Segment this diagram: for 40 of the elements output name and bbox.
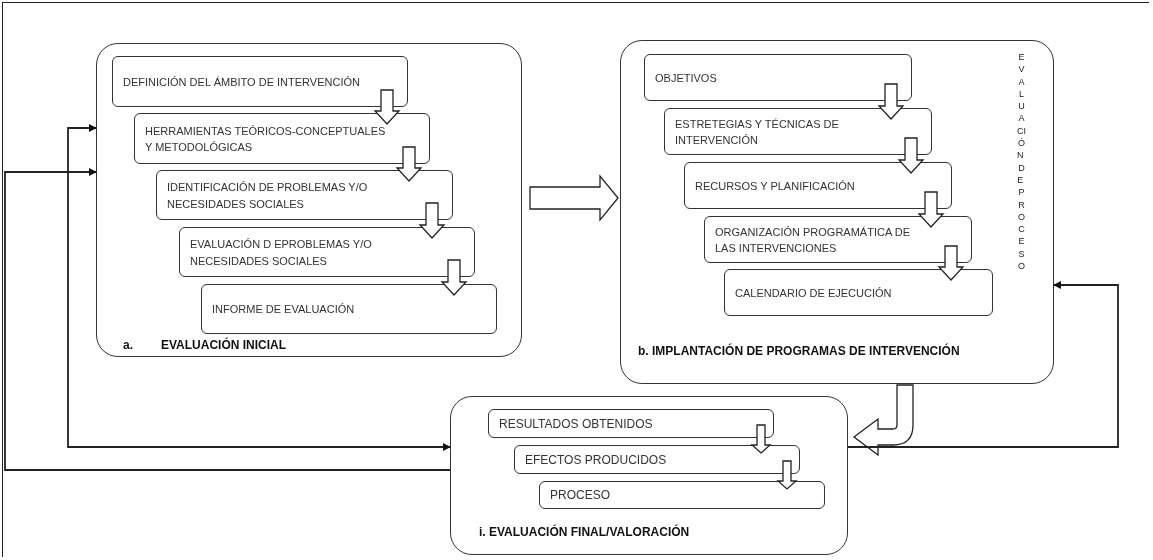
group-box [96,43,522,357]
block-arrow [897,137,925,174]
block-arrow [373,89,401,125]
group-heading: i. EVALUACIÓN FINAL/VALORACIÓN [479,525,690,539]
step-label: HERRAMIENTAS TEÓRICOS-CONCEPTUALES Y METODOLÓGICAS [145,123,387,155]
step-label: INFORME DE EVALUACIÓN [212,301,356,317]
step-label: EVALUACIÓN D EPROBLEMAS Y/O NECESIDADES SOCIALES [190,236,373,268]
block-arrow [917,191,945,228]
step-label: DEFINICIÓN DEL ÁMBITO DE INTERVENCIÓN [123,74,361,90]
step-label: CALENDARIO DE EJECUCIÓN [735,285,893,301]
step-label: OBJETIVOS [655,70,718,86]
group-heading: a. [123,338,133,352]
step-label: RECURSOS Y PLANIFICACIÓN [695,178,856,194]
group-heading: EVALUACIÓN INICIAL [161,338,287,352]
block-arrow [937,245,965,281]
block-arrow [418,202,446,239]
step-label: IDENTIFICACIÓN DE PROBLEMAS Y/O NECESIDADES SOCIALES [167,179,369,211]
step-label: ORGANIZACIÓN PROGRAMÁTICA DE LAS INTERVENCIONES [715,224,911,256]
block-arrow [529,174,619,222]
block-arrow [853,384,914,456]
group-box [620,40,1054,384]
step-label: PROCESO [550,487,611,504]
arrow [847,281,1119,448]
step-box [112,56,408,107]
step-box [644,54,912,101]
block-arrow [750,424,772,454]
step-label: ESTRETEGIAS Y TÉCNICAS DE INTERVENCIÓN [675,116,840,148]
arrow [67,124,451,451]
vertical-label: EVALUACIÓN DE PROCESO [1017,51,1026,273]
block-arrow [440,259,468,296]
group-heading: b. IMPLANTACIÓN DE PROGRAMAS DE INTERVENCIÓN [638,344,960,358]
block-arrow [877,83,905,120]
block-arrow [395,146,423,182]
step-box [201,284,497,334]
block-arrow [776,460,798,490]
group-box [450,396,848,555]
step-label: RESULTADOS OBTENIDOS [499,415,654,433]
step-box [488,409,774,438]
step-label: EFECTOS PRODUCIDOS [525,451,668,469]
arrow [4,168,451,471]
